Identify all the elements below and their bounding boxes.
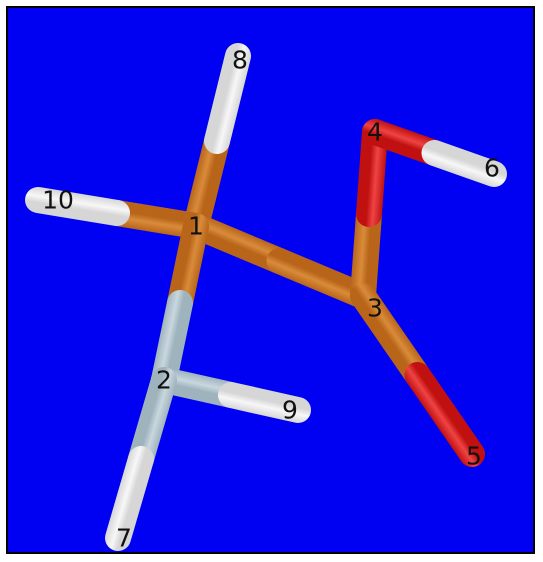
- atom-label-9: 9: [282, 396, 298, 425]
- atom-label-6: 6: [484, 154, 500, 183]
- bond-1-2-half-1: [167, 213, 209, 316]
- bond-1-2-half-2: [151, 290, 193, 393]
- bond-2-7-half-2: [128, 367, 177, 472]
- atom-labels-layer: 1 2 3 4 5 6 7 8 9 10: [42, 46, 500, 553]
- bond-3-4-half-3: [350, 201, 382, 309]
- molecule-viewer[interactable]: 1 2 3 4 5 6 7 8 9 10: [6, 6, 535, 554]
- bond-1-10-half-10: [25, 187, 130, 226]
- bond-3-5-half-3: [350, 283, 431, 388]
- bond-3-5-half-5: [404, 362, 485, 467]
- bond-1-10-half-1: [104, 200, 209, 239]
- bond-2-9-half-9: [218, 382, 311, 423]
- bond-1-3-half-3: [266, 248, 376, 309]
- atom-label-5: 5: [466, 442, 482, 471]
- bond-2-7-half-7: [105, 446, 154, 551]
- atom-label-4: 4: [367, 118, 383, 147]
- bond-4-6-half-6: [421, 140, 507, 187]
- molecule-stick-model[interactable]: 1 2 3 4 5 6 7 8 9 10: [8, 8, 535, 554]
- atom-label-10: 10: [42, 186, 74, 215]
- bonds-layer: [25, 43, 507, 551]
- atom-label-2: 2: [156, 366, 172, 395]
- atom-label-8: 8: [232, 46, 248, 75]
- atom-label-7: 7: [116, 524, 132, 553]
- atom-label-3: 3: [367, 294, 383, 323]
- bond-1-8-half-8: [204, 43, 251, 154]
- bond-3-4-half-4: [356, 119, 388, 227]
- atom-label-1: 1: [188, 212, 204, 241]
- bond-1-3-half-1: [183, 213, 293, 274]
- bond-1-8-half-1: [183, 128, 230, 239]
